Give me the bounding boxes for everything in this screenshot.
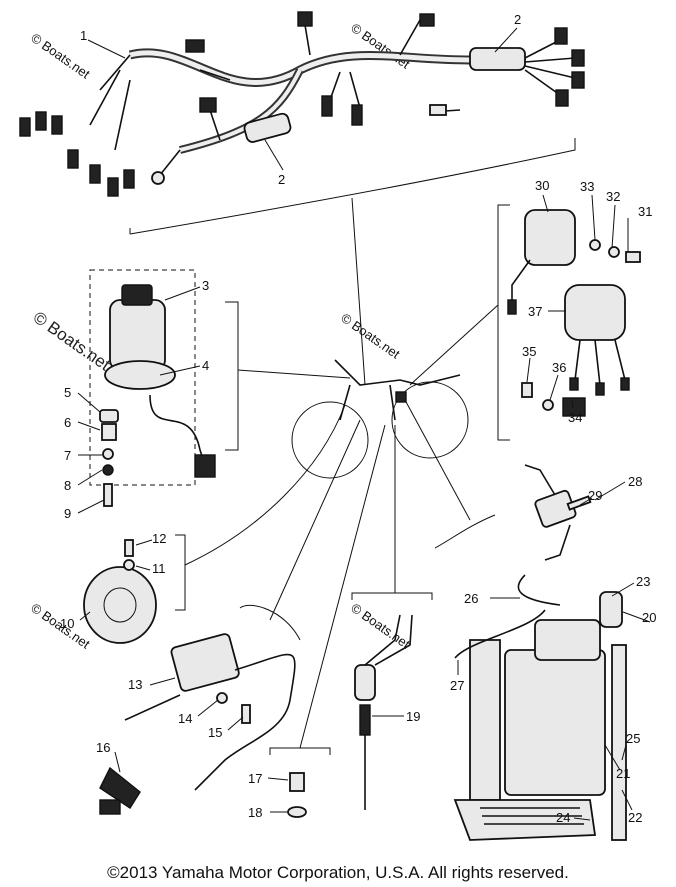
callout-12: 12 (152, 531, 166, 546)
electrical-parts-diagram: © Boats.net © Boats.net © Boats.net © Bo… (19, 11, 656, 841)
callout-7: 7 (64, 448, 71, 463)
callout-18: 18 (248, 805, 262, 820)
battery-bracket (434, 514, 496, 549)
callout-20: 20 (642, 610, 656, 625)
callout-3: 3 (202, 278, 209, 293)
callout-2-bottom: 2 (278, 172, 285, 187)
part-7-washer (102, 448, 114, 460)
battery-leader (404, 399, 471, 521)
callout-23: 23 (636, 574, 650, 589)
copyright-notice: ©2013 Yamaha Motor Corporation, U.S.A. A… (107, 863, 569, 882)
neutral-bracket (269, 747, 331, 755)
cdi-bracket (239, 604, 301, 641)
callout-27: 27 (450, 678, 464, 693)
callout-29: 29 (588, 488, 602, 503)
wire-harness (19, 11, 585, 197)
neutral-leader (299, 424, 386, 749)
switch-bracket (225, 301, 239, 451)
callout-25: 25 (626, 731, 640, 746)
callout-28: 28 (628, 474, 642, 489)
part-5-grommet (99, 409, 119, 423)
callout-leaders (77, 27, 651, 821)
callout-34: 34 (568, 410, 582, 425)
main-switch (104, 284, 216, 478)
part-16-plug-cap-end (99, 799, 121, 815)
callout-31: 31 (638, 204, 652, 219)
callout-9: 9 (64, 506, 71, 521)
callout-16: 16 (96, 740, 110, 755)
relay-bracket (497, 204, 510, 441)
switch-leader (237, 369, 351, 379)
main-switch-dash-box (89, 269, 196, 486)
callout-36: 36 (552, 360, 566, 375)
callout-24: 24 (556, 810, 570, 825)
callout-26: 26 (464, 591, 478, 606)
cdi-leader (269, 419, 361, 621)
callout-21: 21 (616, 766, 630, 781)
callout-11: 11 (152, 561, 166, 576)
watermark-prominent: © Boats.net (30, 308, 114, 375)
watermark-2: © Boats.net (348, 20, 413, 72)
callout-37: 37 (528, 304, 542, 319)
horn-leader (184, 404, 346, 566)
relays (507, 209, 641, 417)
callout-33: 33 (580, 179, 594, 194)
battery-assembly (453, 574, 627, 841)
callout-30: 30 (535, 178, 549, 193)
callout-14: 14 (178, 711, 192, 726)
part-19-sensor (354, 614, 413, 810)
part-18-gasket (287, 806, 307, 818)
watermark-3: © Boats.net (338, 310, 403, 362)
motorcycle-outline (291, 359, 469, 479)
cdi-unit (124, 633, 296, 791)
watermark-5: © Boats.net (348, 600, 413, 652)
callout-35: 35 (522, 344, 536, 359)
harness-bracket (129, 138, 576, 235)
callouts: 1 2 2 3 4 5 6 7 8 9 10 11 12 13 14 15 16… (60, 12, 656, 825)
sensor-bracket (351, 592, 433, 600)
horn-bracket (175, 534, 186, 611)
callout-32: 32 (606, 189, 620, 204)
callout-2-top: 2 (514, 12, 521, 27)
part-17-neutral-switch (289, 772, 305, 792)
regulator (524, 464, 592, 561)
horn (83, 539, 157, 644)
callout-6: 6 (64, 415, 71, 430)
callout-17: 17 (248, 771, 262, 786)
callout-19: 19 (406, 709, 420, 724)
part-6-collar (101, 423, 117, 441)
callout-4: 4 (202, 358, 209, 373)
callout-5: 5 (64, 385, 71, 400)
callout-15: 15 (208, 725, 222, 740)
callout-1: 1 (80, 28, 87, 43)
part-8-washer (102, 464, 114, 476)
harness-leader (351, 197, 366, 386)
part-9-bolt (103, 483, 113, 507)
callout-10: 10 (60, 616, 74, 631)
callout-13: 13 (128, 677, 142, 692)
part-16-plug-cap (99, 766, 141, 809)
relay-leader (409, 304, 499, 386)
callout-8: 8 (64, 478, 71, 493)
callout-22: 22 (628, 810, 642, 825)
